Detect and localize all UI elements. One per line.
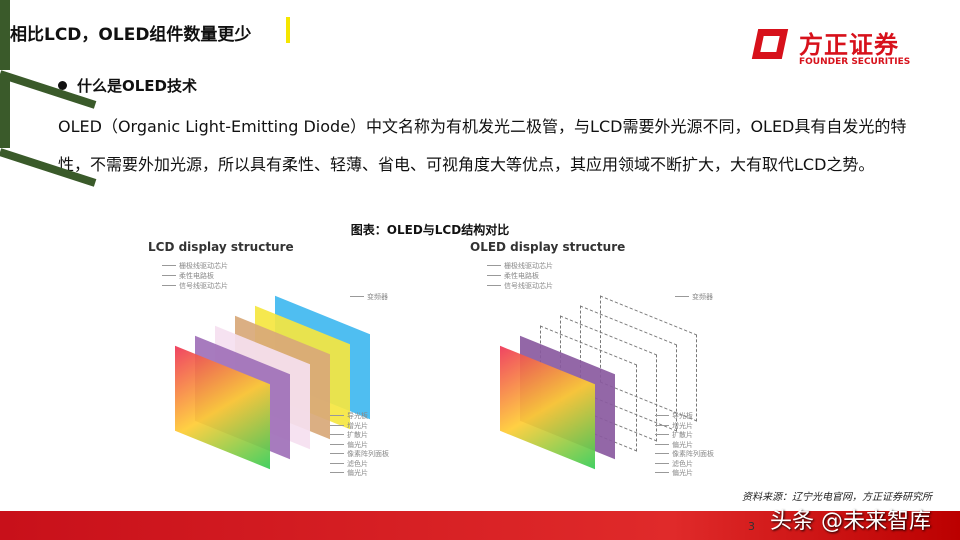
layer-label: 偏光片 — [330, 469, 368, 477]
component-label: 信号线驱动芯片 — [487, 282, 553, 290]
flex-circuit-board — [0, 78, 10, 148]
layer-label: 增光片 — [330, 422, 368, 430]
component-label: 栅极线驱动芯片 — [487, 262, 553, 270]
layer-label: 滤色片 — [655, 460, 693, 468]
oled-title: OLED display structure — [470, 240, 626, 254]
lcd-title: LCD display structure — [148, 240, 294, 254]
component-label: 栅极线驱动芯片 — [162, 262, 228, 270]
layer-label: 扩散片 — [655, 431, 693, 439]
title-accent-bar — [286, 17, 290, 43]
component-label: 柔性电路板 — [162, 272, 214, 280]
logo-cn: 方正证券 — [799, 31, 899, 59]
layer-label: 增光片 — [655, 422, 693, 430]
slide-title: 相比LCD，OLED组件数量更少 — [10, 25, 252, 45]
source-note: 资料来源：辽宁光电官网，方正证券研究所 — [742, 492, 932, 503]
founder-securities-logo: 方正证券 FOUNDER SECURITIES — [751, 27, 915, 72]
layer-label: 导光板 — [330, 412, 368, 420]
bullet-heading: 什么是OLED技术 — [58, 75, 197, 96]
body-paragraph: OLED（Organic Light-Emitting Diode）中文名称为有… — [58, 117, 907, 174]
layer-label: 偏光片 — [655, 441, 693, 449]
lcd-diagram: LCD display structure 栅极线驱动芯片柔性电路板信号线驱动芯… — [0, 0, 960, 477]
component-label: 变频器 — [350, 293, 388, 301]
component-label: 柔性电路板 — [487, 272, 539, 280]
footer-band — [0, 511, 960, 540]
figure-caption: 图表：OLED与LCD结构对比 — [350, 223, 510, 237]
layer-label: 像素阵列面板 — [330, 450, 389, 458]
layer-label: 滤色片 — [330, 460, 368, 468]
component-label: 变频器 — [675, 293, 713, 301]
layer-label: 像素阵列面板 — [655, 450, 714, 458]
logo-mark-icon — [751, 29, 789, 59]
flex-circuit-board — [0, 0, 10, 70]
layer-label: 偏光片 — [330, 441, 368, 449]
watermark: 头条 @未来智库 — [770, 509, 931, 534]
layer-label: 偏光片 — [655, 469, 693, 477]
layer-label: 导光板 — [655, 412, 693, 420]
layer-label: 扩散片 — [330, 431, 368, 439]
oled-diagram: OLED display structure 栅极线驱动芯片柔性电路板信号线驱动… — [0, 78, 960, 477]
logo-en: FOUNDER SECURITIES — [799, 57, 911, 67]
component-label: 信号线驱动芯片 — [162, 282, 228, 290]
page-number: 3 — [748, 520, 755, 533]
